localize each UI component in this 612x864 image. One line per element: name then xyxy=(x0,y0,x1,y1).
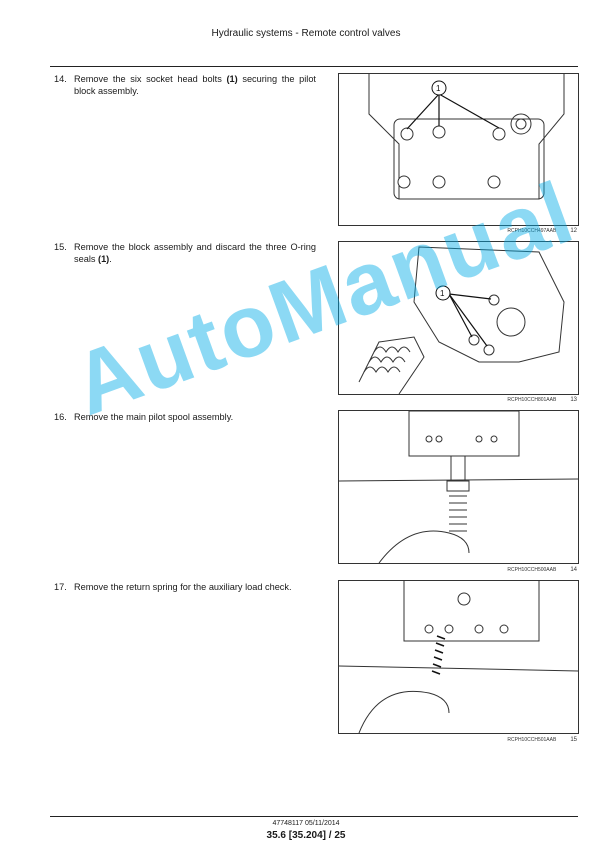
figure-caption-15: RCPH10CCH501AAB 15 xyxy=(338,737,577,743)
return-spring-removal-illustration xyxy=(339,581,578,733)
figure-code: RCPH10CCH497AAB xyxy=(507,228,557,234)
figure-number: 13 xyxy=(570,397,577,403)
step-16: 16. Remove the main pilot spool assembly… xyxy=(54,411,316,423)
step-15: 15. Remove the block assembly and discar… xyxy=(54,241,316,265)
figure-12: 1 xyxy=(338,73,579,226)
figure-caption-13: RCPH10CCH801AAB 13 xyxy=(338,397,577,403)
header-rule xyxy=(50,66,578,67)
figure-caption-14: RCPH10CCH500AAB 14 xyxy=(338,567,577,573)
footer-document-code: 47748117 05/11/2014 xyxy=(272,820,340,827)
step-text: Remove the return spring for the auxilia… xyxy=(74,582,292,592)
footer-page-number: 35.6 [35.204] / 25 xyxy=(266,830,346,841)
figure-15 xyxy=(338,580,579,734)
figure-code: RCPH10CCH501AAB xyxy=(507,737,557,743)
step-text: Remove the six socket head bolts (1) sec… xyxy=(74,74,316,96)
figure-code: RCPH10CCH801AAB xyxy=(507,397,557,403)
figure-code: RCPH10CCH500AAB xyxy=(507,567,557,573)
callout-number: 1 xyxy=(440,289,445,298)
pilot-spool-removal-illustration xyxy=(339,411,578,563)
step-text: Remove the main pilot spool assembly. xyxy=(74,412,234,422)
step-number: 16. xyxy=(54,412,67,422)
pilot-block-bolts-illustration: 1 xyxy=(368,74,565,200)
step-17: 17. Remove the return spring for the aux… xyxy=(54,581,316,593)
step-number: 17. xyxy=(54,582,67,592)
step-14: 14. Remove the six socket head bolts (1)… xyxy=(54,73,316,97)
figure-13: 1 xyxy=(338,241,579,395)
figure-number: 14 xyxy=(570,567,577,573)
callout-number: 1 xyxy=(436,84,441,93)
figure-number: 15 xyxy=(570,737,577,743)
block-oring-seals-illustration: 1 xyxy=(358,246,565,394)
figure-caption-12: RCPH10CCH497AAB 12 xyxy=(338,228,577,234)
step-number: 15. xyxy=(54,242,67,252)
step-text: Remove the block assembly and discard th… xyxy=(74,242,316,264)
figure-14 xyxy=(338,410,579,564)
page-header-title: Hydraulic systems - Remote control valve… xyxy=(211,28,401,39)
footer-rule xyxy=(50,816,578,817)
figure-number: 12 xyxy=(570,228,577,234)
step-number: 14. xyxy=(54,74,67,84)
